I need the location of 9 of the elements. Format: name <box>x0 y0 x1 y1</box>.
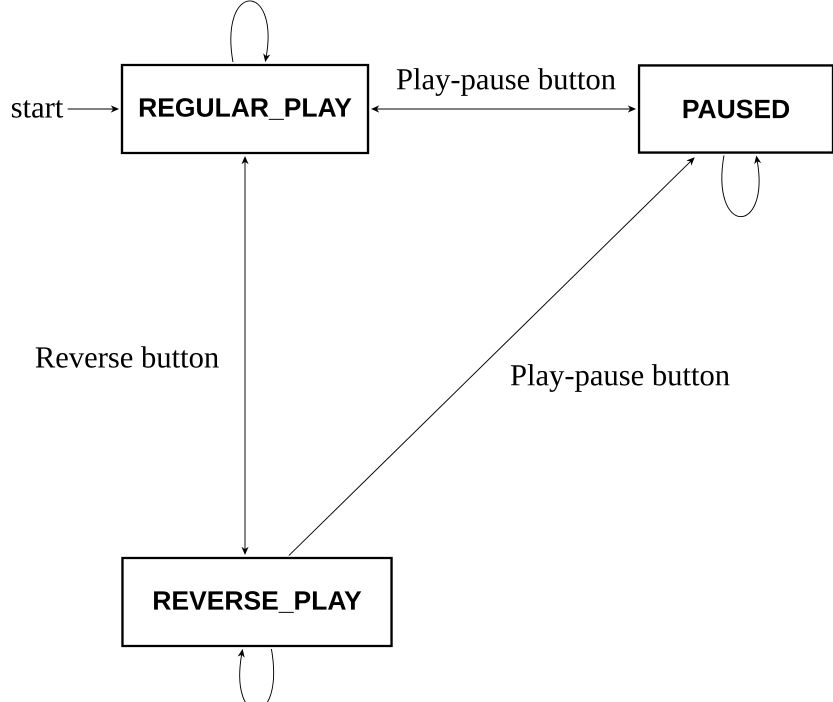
state-box: PAUSED <box>638 64 833 154</box>
loop-arrow <box>238 648 274 702</box>
edge-label: Play-pause button <box>508 362 732 394</box>
start-label: start <box>12 100 64 118</box>
edge-label: Reverse button <box>34 345 220 369</box>
state-box: REGULAR_PLAY <box>120 64 370 154</box>
loop-arrow <box>230 0 270 63</box>
edge-label: Play-pause button <box>394 66 618 98</box>
state-box: REVERSE_PLAY <box>121 556 393 648</box>
